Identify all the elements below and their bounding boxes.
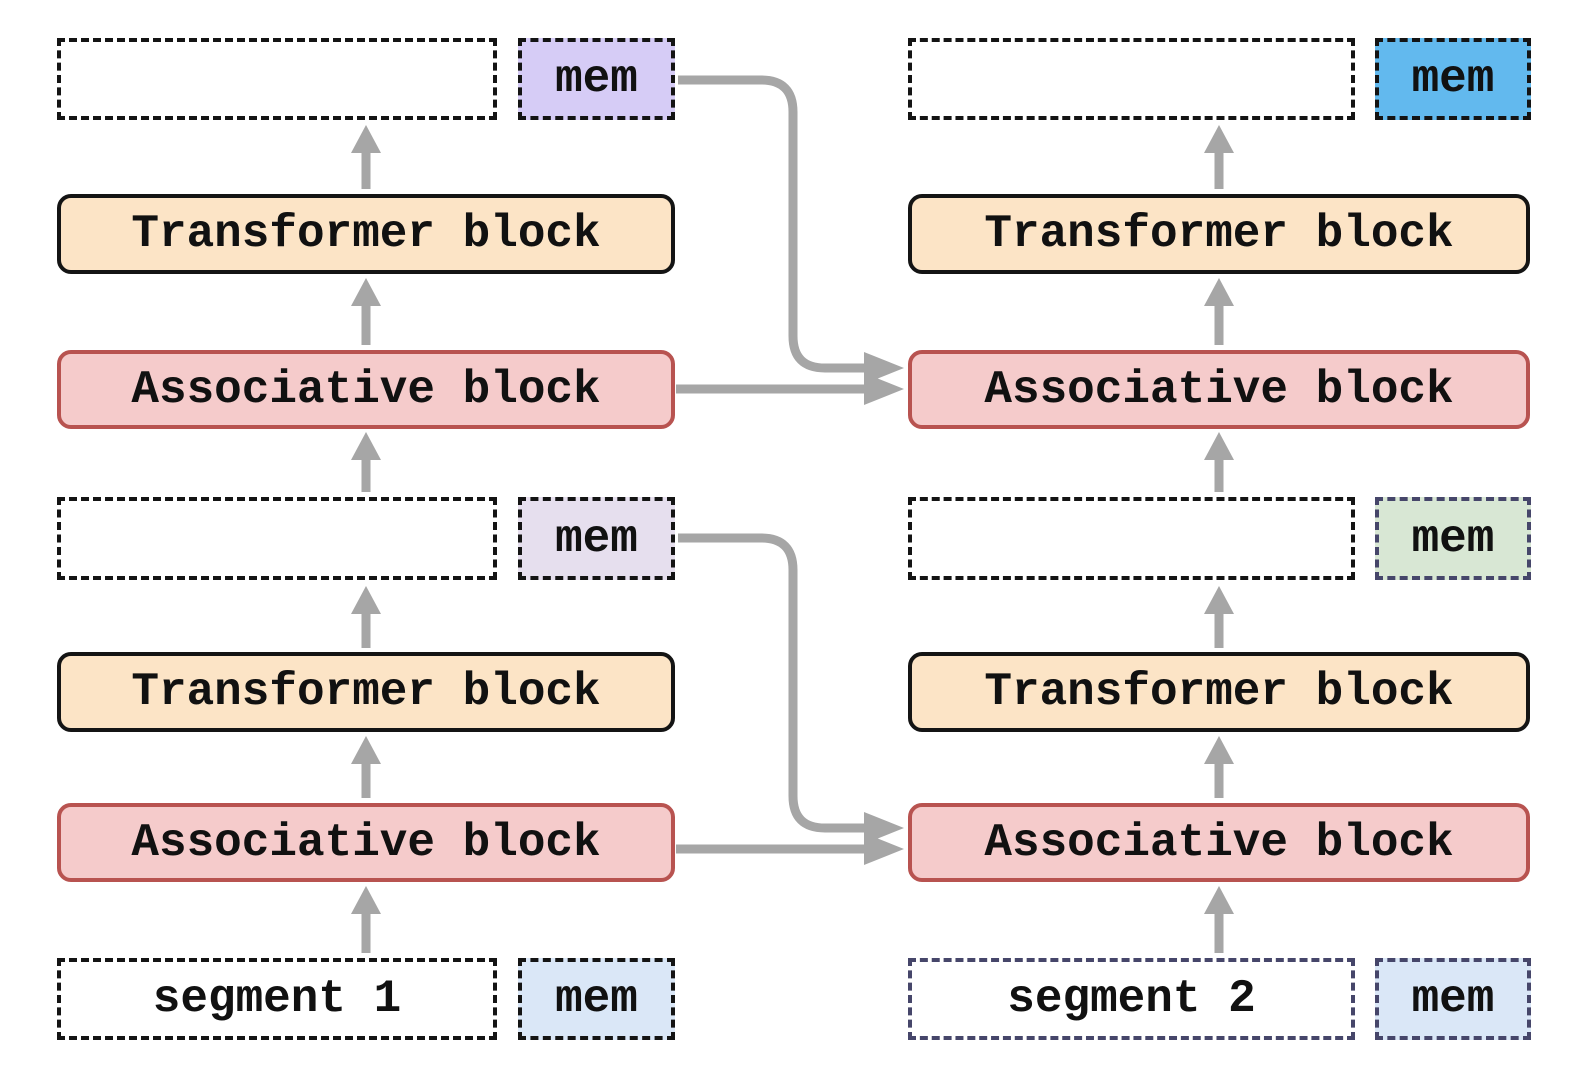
- seg1-input-box: segment 1: [57, 958, 497, 1040]
- up-arrow-seg1-transformer1-to-out1: [351, 586, 381, 648]
- seg1-transformer-block-layer2: Transformer block: [57, 194, 675, 274]
- up-arrow-seg2-transformer1-to-out1: [1204, 586, 1234, 648]
- up-arrow-seg1-input-to-assoc1: [351, 886, 381, 953]
- seg2-layer1-mem-box: mem: [1375, 497, 1531, 580]
- straight-arrow-seg1assoc2-to-seg2assoc2: [676, 373, 904, 405]
- seg2-transformer-block-layer1: Transformer block: [908, 652, 1530, 732]
- seg1-input-mem-box: mem: [518, 958, 675, 1040]
- straight-arrow-seg1assoc1-to-seg2assoc1: [676, 833, 904, 865]
- seg1-layer1-output-box: [57, 497, 497, 580]
- seg2-input-mem-box: mem: [1375, 958, 1531, 1040]
- seg2-transformer-block-layer2: Transformer block: [908, 194, 1530, 274]
- seg1-layer2-mem-box: mem: [518, 38, 675, 120]
- seg1-layer1-mem-box: mem: [518, 497, 675, 580]
- seg2-layer2-output-box: [908, 38, 1355, 120]
- mem-curve-arrow-seg1out1-to-seg2assoc1: [678, 533, 904, 844]
- seg2-associative-block-layer2: Associative block: [908, 350, 1530, 429]
- seg2-layer1-output-box: [908, 497, 1355, 580]
- mem-curve-arrow-seg1out2-to-seg2assoc2: [678, 75, 904, 384]
- up-arrow-seg1-out1-to-assoc2: [351, 432, 381, 492]
- seg1-transformer-block-layer1: Transformer block: [57, 652, 675, 732]
- seg1-associative-block-layer2: Associative block: [57, 350, 675, 429]
- up-arrow-seg2-input-to-assoc1: [1204, 886, 1234, 953]
- seg2-input-box: segment 2: [908, 958, 1355, 1040]
- up-arrow-seg1-transformer2-to-out2: [351, 125, 381, 189]
- up-arrow-seg2-transformer2-to-out2: [1204, 125, 1234, 189]
- seg2-associative-block-layer1: Associative block: [908, 803, 1530, 882]
- up-arrow-seg2-assoc2-to-transformer2: [1204, 278, 1234, 345]
- up-arrow-seg1-assoc1-to-transformer1: [351, 736, 381, 798]
- up-arrow-seg1-assoc2-to-transformer2: [351, 278, 381, 345]
- seg1-associative-block-layer1: Associative block: [57, 803, 675, 882]
- up-arrow-seg2-out1-to-assoc2: [1204, 432, 1234, 492]
- seg1-layer2-output-box: [57, 38, 497, 120]
- up-arrow-seg2-assoc1-to-transformer1: [1204, 736, 1234, 798]
- seg2-layer2-mem-box: mem: [1375, 38, 1531, 120]
